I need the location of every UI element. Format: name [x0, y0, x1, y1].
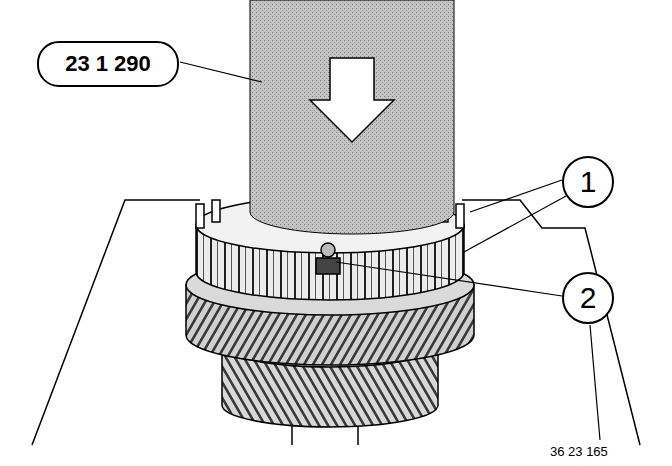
callout-number: 1	[580, 167, 597, 197]
callout-number: 2	[580, 283, 597, 313]
callout-circle: 1	[562, 156, 614, 208]
callout-circle: 2	[562, 272, 614, 324]
figure-number: 36 23 165	[548, 444, 610, 459]
press-tool	[250, 0, 454, 234]
leader-lines	[180, 62, 600, 440]
press-arrow	[310, 58, 394, 142]
tool-number: 23 1 290	[65, 53, 151, 75]
tool-number-box: 23 1 290	[37, 41, 179, 87]
